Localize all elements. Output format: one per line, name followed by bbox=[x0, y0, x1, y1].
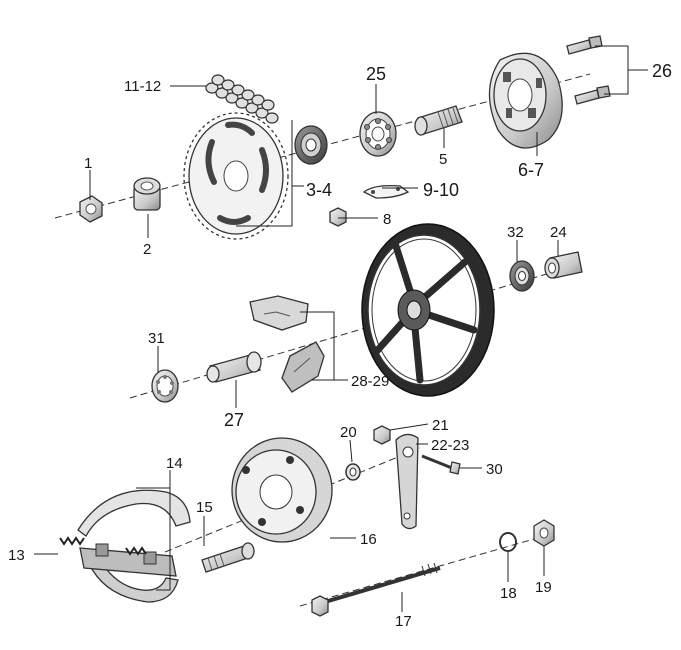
callout-28-29: 28-29 bbox=[351, 373, 389, 390]
callout-20: 20 bbox=[340, 424, 357, 441]
brake-shoes-part-14 bbox=[77, 489, 191, 603]
axis-axle bbox=[299, 534, 549, 607]
callout-16: 16 bbox=[360, 531, 377, 548]
bearing-part-31 bbox=[151, 369, 179, 403]
spacer-part-2 bbox=[133, 177, 161, 211]
callout-13: 13 bbox=[8, 547, 25, 564]
callout-31: 31 bbox=[148, 330, 165, 347]
spacer-part-27 bbox=[206, 351, 262, 383]
callout-9-10: 9-10 bbox=[423, 180, 459, 200]
callout-30: 30 bbox=[486, 461, 503, 478]
rim-wheel bbox=[361, 223, 495, 397]
callout-25: 25 bbox=[366, 64, 386, 84]
callout-22-23: 22-23 bbox=[431, 437, 469, 454]
nut-part-8 bbox=[329, 207, 347, 227]
adjuster-plate-part-9-10 bbox=[362, 184, 410, 199]
axle-part-17 bbox=[311, 562, 441, 617]
bolt-part-30 bbox=[421, 454, 461, 475]
bearing-part-32 bbox=[509, 260, 535, 292]
nut-part-21 bbox=[373, 425, 391, 445]
callout-1: 1 bbox=[84, 155, 92, 172]
axis-wheel bbox=[129, 269, 561, 399]
callout-26: 26 bbox=[652, 61, 672, 81]
callout-11-12: 11-12 bbox=[124, 78, 161, 95]
callout-17: 17 bbox=[395, 613, 412, 630]
nut-part-1 bbox=[79, 195, 103, 223]
bearing-part-25 bbox=[359, 111, 397, 157]
callout-21: 21 bbox=[432, 417, 449, 434]
leader-lines bbox=[34, 45, 648, 612]
callout-32: 32 bbox=[507, 224, 524, 241]
washer-part-18 bbox=[499, 532, 517, 552]
dampers-part-28-29 bbox=[249, 295, 325, 393]
hub-part-6-7 bbox=[488, 52, 563, 149]
brake-panel-part-16 bbox=[231, 437, 333, 543]
callout-24: 24 bbox=[550, 224, 567, 241]
springs-part-13 bbox=[59, 536, 147, 556]
callout-2: 2 bbox=[143, 241, 151, 258]
callout-27: 27 bbox=[224, 410, 244, 430]
brake-cam-part-15 bbox=[201, 542, 255, 573]
washer-part-20 bbox=[345, 463, 361, 481]
callout-5: 5 bbox=[439, 151, 447, 168]
bearing-sprocket-side bbox=[294, 125, 328, 165]
callout-14: 14 bbox=[166, 455, 183, 472]
callout-6-7: 6-7 bbox=[518, 160, 544, 180]
callout-18: 18 bbox=[500, 585, 517, 602]
callout-15: 15 bbox=[196, 499, 213, 516]
callout-19: 19 bbox=[535, 579, 552, 596]
brake-arm-part-22-23 bbox=[395, 433, 419, 530]
chain-part-11-12 bbox=[205, 74, 279, 124]
spacer-part-24 bbox=[544, 251, 583, 279]
callout-labels: 1 2 3-4 5 6-7 8 9-10 11-12 13 14 15 16 1… bbox=[8, 61, 672, 630]
sprocket-part-3-4 bbox=[183, 112, 289, 240]
callout-8: 8 bbox=[383, 211, 391, 228]
callout-3-4: 3-4 bbox=[306, 180, 332, 200]
collar-part-5 bbox=[414, 105, 463, 136]
nut-part-19 bbox=[533, 519, 555, 547]
